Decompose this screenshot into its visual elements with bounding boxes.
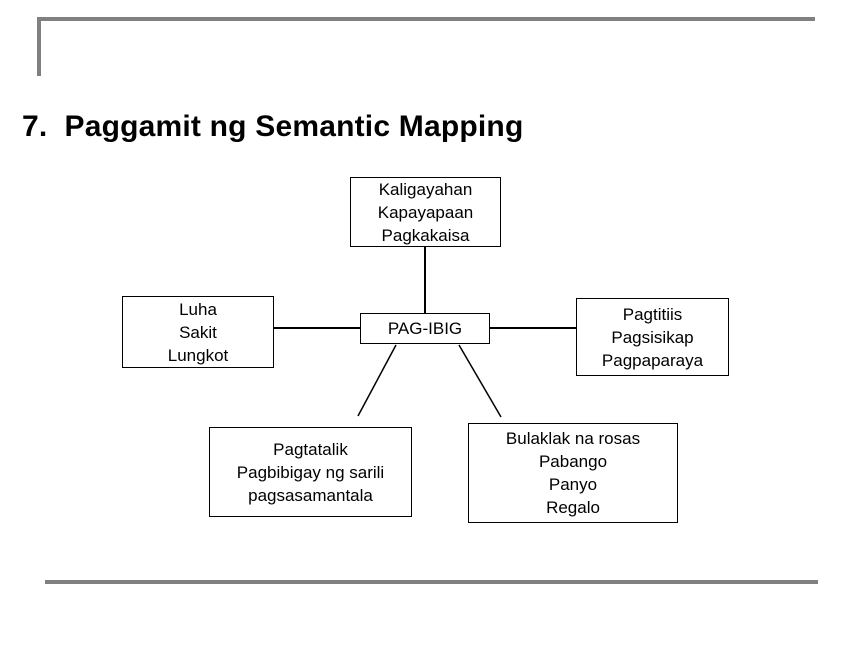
node-top-line-3: Pagkakaisa bbox=[381, 225, 470, 245]
node-top-line-2: Kapayapaan bbox=[377, 202, 474, 222]
node-right-line-2: Pagsisikap bbox=[611, 327, 694, 347]
node-left-line-3: Lungkot bbox=[167, 345, 229, 365]
node-right[interactable]: Pagtitiis Pagsisikap Pagpaparaya bbox=[576, 298, 729, 376]
node-left-line-1: Luha bbox=[179, 299, 217, 319]
bottom-horizontal-rule bbox=[45, 580, 818, 584]
node-top-line-1: Kaligayahan bbox=[378, 179, 473, 199]
top-horizontal-rule bbox=[37, 17, 815, 21]
connector-left-to-center bbox=[273, 327, 361, 329]
connector-top-to-center bbox=[424, 247, 426, 313]
node-center-label: PAG-IBIG bbox=[387, 319, 463, 338]
page-title: 7. Paggamit ng Semantic Mapping bbox=[22, 110, 524, 143]
node-bottom-right-line-2: Pabango bbox=[538, 452, 608, 471]
connector-center-to-bottom-left bbox=[357, 344, 397, 417]
node-left[interactable]: Luha Sakit Lungkot bbox=[122, 296, 274, 368]
node-bottom-right-line-4: Regalo bbox=[546, 498, 600, 517]
node-right-line-3: Pagpaparaya bbox=[601, 350, 704, 370]
node-bottom-left-line-2: Pagbibigay ng sarili bbox=[236, 462, 385, 482]
node-bottom-right-line-1: Bulaklak na rosas bbox=[505, 429, 641, 448]
node-bottom-left[interactable]: Pagtatalik Pagbibigay ng sarili pagsasam… bbox=[209, 427, 412, 517]
node-center-pag-ibig[interactable]: PAG-IBIG bbox=[360, 313, 490, 344]
node-top[interactable]: Kaligayahan Kapayapaan Pagkakaisa bbox=[350, 177, 501, 247]
node-bottom-left-line-1: Pagtatalik bbox=[273, 439, 348, 459]
node-bottom-right[interactable]: Bulaklak na rosas Pabango Panyo Regalo bbox=[468, 423, 678, 523]
node-left-line-2: Sakit bbox=[179, 322, 217, 342]
connector-center-to-right bbox=[489, 327, 577, 329]
connector-center-to-bottom-right bbox=[458, 344, 502, 418]
node-bottom-left-line-3: pagsasamantala bbox=[248, 485, 373, 505]
node-bottom-right-line-3: Panyo bbox=[548, 475, 598, 494]
node-right-line-1: Pagtitiis bbox=[622, 304, 683, 324]
top-left-vertical-rule bbox=[37, 17, 41, 76]
